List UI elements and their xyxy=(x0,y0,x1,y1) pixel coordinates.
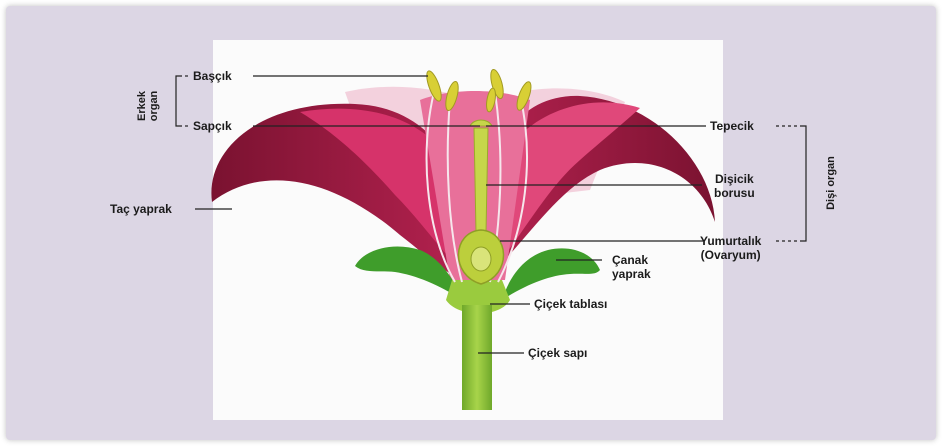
label-erkek-organ-line1: Erkek xyxy=(136,91,148,121)
label-tepecik: Tepecik xyxy=(710,119,754,133)
label-bascik: Başçık xyxy=(193,69,232,83)
label-disicik-borusu: Dişicik borusu xyxy=(714,172,755,200)
label-yumurtalik: Yumurtalık (Ovaryum) xyxy=(700,234,761,262)
label-ovaryum: (Ovaryum) xyxy=(701,248,761,262)
label-disicik-borusu-line1: Dişicik xyxy=(715,172,754,186)
label-tac-yaprak: Taç yaprak xyxy=(110,202,172,216)
label-cicek-sapi: Çiçek sapı xyxy=(528,346,587,360)
label-canak-yaprak: Çanak yaprak xyxy=(612,253,651,281)
erkek-organ-bracket xyxy=(176,76,188,126)
label-sapcik: Sapçık xyxy=(193,119,232,133)
label-yumurtalik-line1: Yumurtalık xyxy=(700,234,761,248)
label-erkek-organ: Erkek organ xyxy=(136,86,160,126)
label-disicik-borusu-line2: borusu xyxy=(714,186,755,200)
disi-organ-bracket xyxy=(776,126,806,241)
label-cicek-tablasi: Çiçek tablası xyxy=(534,297,607,311)
style xyxy=(474,128,488,232)
stem xyxy=(462,305,492,410)
sepal-right xyxy=(502,248,600,300)
label-canak-yaprak-line1: Çanak xyxy=(612,253,648,267)
label-disi-organ: Dişi organ xyxy=(825,143,837,223)
label-canak-yaprak-line2: yaprak xyxy=(612,267,651,281)
label-erkek-organ-line2: organ xyxy=(148,91,160,122)
